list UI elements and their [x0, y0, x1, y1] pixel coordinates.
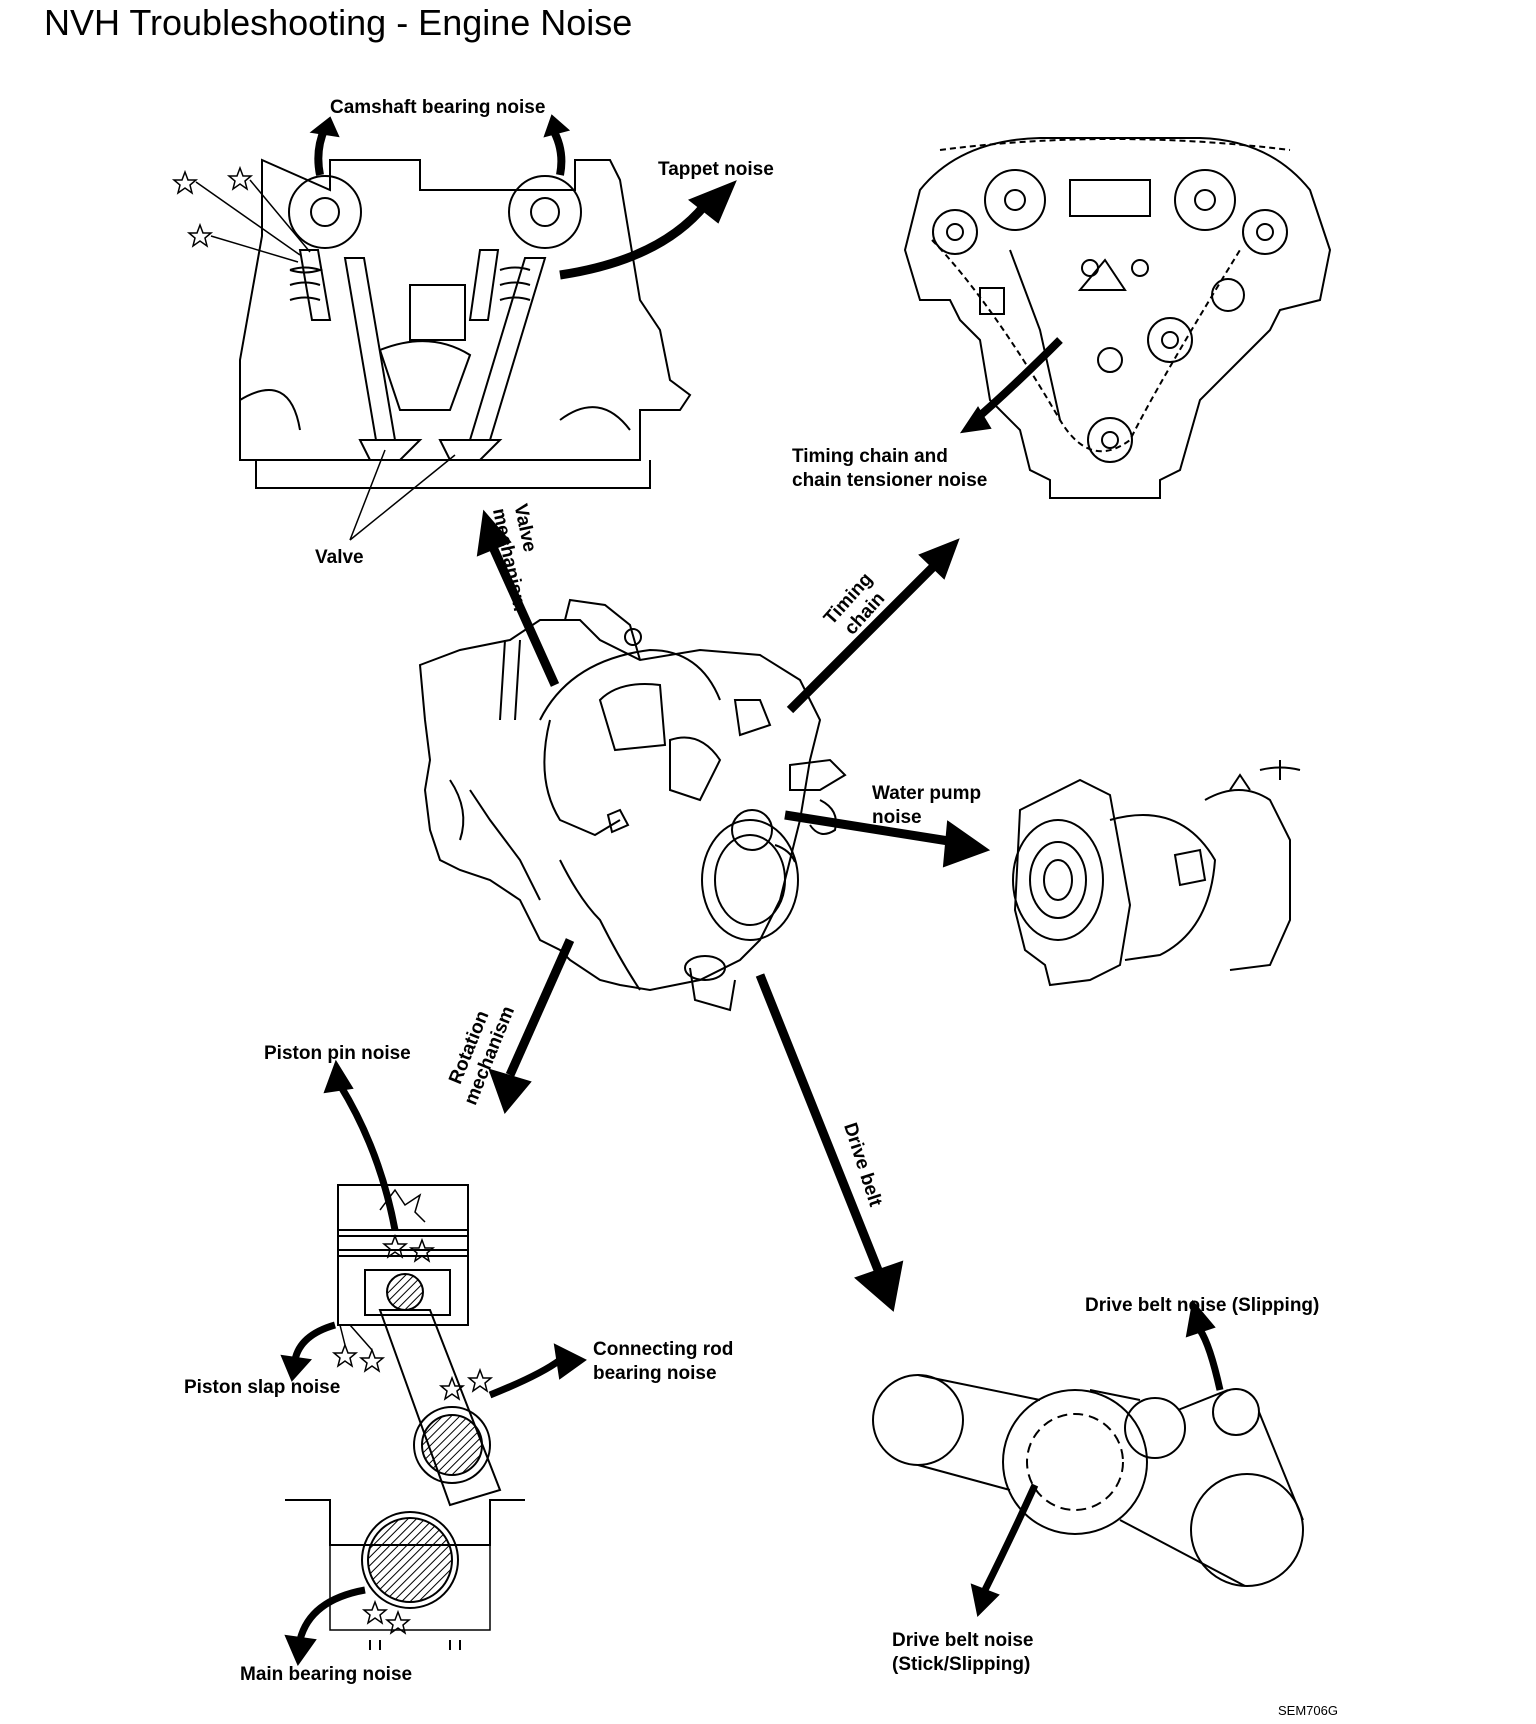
timing-chain-noise-label: Timing chain and chain tensioner noise — [792, 445, 987, 493]
water-pump-noise-line-1: Water pump — [872, 783, 982, 804]
drive-belt-stick-line-1: Drive belt noise — [892, 1630, 1034, 1651]
water-pump-noise-label: Water pump noise — [872, 782, 981, 830]
water-pump-illustration — [1012, 760, 1301, 987]
noise-star-marks-piston — [331, 1233, 494, 1635]
system-arrows — [476, 509, 991, 1312]
drive-belt-stick-line-2: (Stick/Slipping) — [892, 1654, 1031, 1675]
connecting-rod-line-1: Connecting rod — [593, 1339, 734, 1360]
tappet-noise-label: Tappet noise — [658, 159, 774, 180]
cylinder-head-illustration — [239, 158, 692, 489]
drive-belt-slipping-label: Drive belt noise (Slipping) — [1085, 1295, 1320, 1316]
camshaft-noise-arrows — [309, 114, 737, 280]
page-title: NVH Troubleshooting - Engine Noise — [44, 2, 633, 43]
timing-chain-noise-line-1: Timing chain and — [792, 446, 948, 467]
noise-star-marks-head — [171, 165, 311, 263]
piston-illustration — [285, 1184, 525, 1650]
piston-noise-arrows — [280, 1059, 587, 1667]
water-pump-noise-line-2: noise — [872, 807, 922, 828]
piston-slap-noise-label: Piston slap noise — [184, 1377, 341, 1398]
drive-belt-stick-slipping-label: Drive belt noise (Stick/Slipping) — [892, 1629, 1034, 1677]
engine-illustration — [418, 598, 847, 1012]
piston-pin-noise-label: Piston pin noise — [264, 1043, 411, 1064]
valve-leaders — [349, 449, 456, 541]
drive-belt-illustration — [872, 1374, 1304, 1587]
drive-belt-noise-arrows — [970, 1299, 1224, 1618]
figure-code: SEM706G — [1278, 1703, 1338, 1718]
main-bearing-noise-label: Main bearing noise — [240, 1664, 413, 1685]
timing-chain-noise-line-2: chain tensioner noise — [792, 470, 988, 491]
connecting-rod-bearing-noise-label: Connecting rod bearing noise — [593, 1338, 733, 1386]
timing-chain-noise-arrow — [959, 337, 1063, 434]
valve-label: Valve — [315, 547, 364, 568]
connecting-rod-line-2: bearing noise — [593, 1363, 717, 1384]
timing-chain-illustration — [903, 137, 1332, 499]
camshaft-bearing-noise-label: Camshaft bearing noise — [330, 97, 546, 118]
